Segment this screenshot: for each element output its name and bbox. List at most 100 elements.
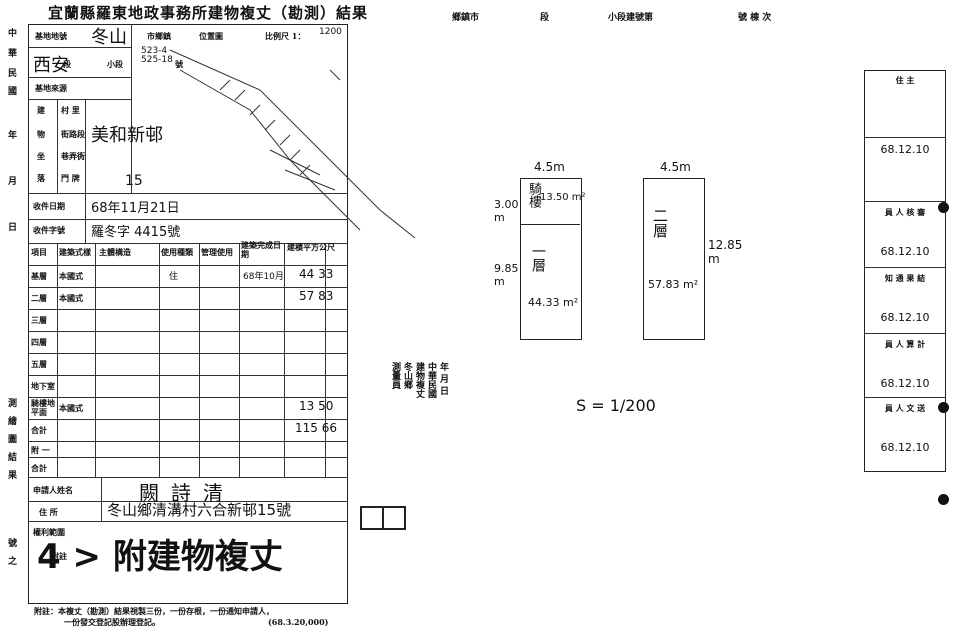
panel-value-3: 68.12.10 xyxy=(880,311,930,324)
official-seal xyxy=(382,506,406,530)
margin-char: 結 xyxy=(6,452,16,461)
panel-value-1: 68.12.10 xyxy=(880,143,930,156)
hw-road: 美和新邨 xyxy=(91,125,163,146)
row-item: 騎樓地平面 xyxy=(31,398,55,417)
row-area: 57 83 xyxy=(299,289,334,303)
f1-width: 4.5m xyxy=(534,160,565,174)
header-township: 鄉鎮市 xyxy=(452,13,480,23)
label-note: 附註 xyxy=(51,551,67,561)
margin-char: 繪 xyxy=(6,416,16,425)
middle-col-3: 建物複丈 xyxy=(414,362,424,398)
row-style: 本國式 xyxy=(59,271,83,281)
label-section: 段 xyxy=(63,59,71,69)
label-number-suffix: 號 xyxy=(175,59,183,69)
col-management: 管理使用 xyxy=(201,247,233,257)
row-use: 住 xyxy=(169,272,179,282)
panel-value-4: 68.12.10 xyxy=(880,377,930,390)
document-title: 宜蘭縣羅東地政事務所建物複丈（勘測）結果 xyxy=(48,4,369,22)
f1-arcade-depth: 3.00 m xyxy=(494,198,519,224)
hw-door: 15 xyxy=(125,173,143,189)
col-structure: 主體構造 xyxy=(99,247,131,257)
margin-char: 民 xyxy=(6,68,16,77)
margin-char: 圖 xyxy=(6,434,16,443)
footnote-line-1: 附註：本複丈（勘測）結果視製三份，一份存根，一份通知申請人， xyxy=(34,606,274,616)
f1-area: 44.33 m² xyxy=(528,296,579,309)
label-base-source: 基地來源 xyxy=(35,83,67,93)
footnote-line-2: 一份發交登記股辦理登記。 xyxy=(64,617,160,627)
label-receive-date: 收件日期 xyxy=(33,201,65,211)
punch-hole xyxy=(938,202,949,213)
label-lane: 巷弄衖 xyxy=(61,151,85,161)
middle-col-5: 年 月 日 xyxy=(438,362,448,396)
survey-form: 基地地號 冬山 市鄉鎮 位置圖 比例尺 1： 1200 西安 段 小段 523-… xyxy=(28,24,348,604)
margin-char: 中 xyxy=(6,28,16,37)
row-item: 五層 xyxy=(31,359,47,369)
col-item: 項目 xyxy=(31,247,47,257)
label-road: 街路段 xyxy=(61,129,85,139)
row-item: 合計 xyxy=(31,425,47,435)
f1-label: 一層 xyxy=(530,244,546,272)
header-build-no: 小段建號第 xyxy=(608,13,654,23)
label-applicant: 申請人姓名 xyxy=(33,485,73,495)
middle-col-4: 中華民國 xyxy=(426,362,436,398)
row-style: 本國式 xyxy=(59,403,83,413)
hw-address: 冬山鄉清溝村六合新邨15號 xyxy=(107,501,292,519)
official-seal xyxy=(360,506,384,530)
floor-plan-1 xyxy=(520,178,582,340)
label-scale: 比例尺 1： xyxy=(265,31,306,41)
f2-area: 57.83 m² xyxy=(648,278,699,291)
panel-label-1: 住 主 xyxy=(895,75,915,85)
middle-col-1: 測量員 xyxy=(390,362,400,389)
row-area: 13 50 xyxy=(299,399,334,413)
label-village: 村 里 xyxy=(61,105,80,115)
row-item: 附 一 xyxy=(31,445,50,455)
margin-char: 果 xyxy=(6,470,16,479)
margin-char: 華 xyxy=(6,48,16,57)
floor-plan-2 xyxy=(643,178,705,340)
label-door: 門 牌 xyxy=(61,173,80,183)
f2-label: 二層 xyxy=(651,208,669,238)
label-bldg: 建 xyxy=(37,105,45,115)
middle-col-2: 冬山鄉 xyxy=(402,362,412,389)
label-address: 住 所 xyxy=(39,507,58,517)
col-area: 建積平方公尺 xyxy=(287,242,335,252)
label-map-township: 市鄉鎮 xyxy=(147,31,171,41)
col-style: 建築式樣 xyxy=(59,247,91,257)
hw-district: 冬山 xyxy=(91,27,127,48)
hw-section: 西安 xyxy=(33,55,69,76)
margin-char: 測 xyxy=(6,398,16,407)
label-zuo: 坐 xyxy=(37,151,45,161)
label-rights: 權利範圍 xyxy=(33,527,65,537)
margin-char: 月 xyxy=(6,176,16,185)
footnote-code: (68.3.20,000) xyxy=(268,617,329,627)
panel-label-4: 員 人 算 計 xyxy=(884,339,926,349)
col-use-type: 使用種類 xyxy=(161,247,193,257)
header-section: 段 xyxy=(540,13,550,23)
hw-applicant: 闕詩清 xyxy=(139,481,235,505)
row-area: 44 33 xyxy=(299,267,334,281)
panel-label-3: 知 通 果 結 xyxy=(884,273,926,283)
punch-hole xyxy=(938,402,949,413)
f2-depth: 12.85 m xyxy=(708,238,743,266)
row-item: 四層 xyxy=(31,337,47,347)
label-subsection: 小段 xyxy=(107,59,123,69)
panel-value-5: 68.12.10 xyxy=(880,441,930,454)
label-luo: 落 xyxy=(37,173,45,183)
punch-hole xyxy=(938,494,949,505)
drawing-scale: S = 1/200 xyxy=(576,396,656,415)
row-area: 115 66 xyxy=(295,421,337,435)
f1-depth: 9.85 m xyxy=(494,262,519,288)
f1-arcade-label: 騎樓 xyxy=(526,182,541,208)
margin-char: 之 xyxy=(6,556,16,565)
row-item: 地下室 xyxy=(31,381,55,391)
hw-scale: 1200 xyxy=(319,27,342,37)
location-sketch xyxy=(169,49,416,239)
panel-value-2: 68.12.10 xyxy=(880,245,930,258)
row-item: 基層 xyxy=(31,271,47,281)
margin-char: 日 xyxy=(6,222,16,231)
row-item: 二層 xyxy=(31,293,47,303)
hw-note: 4 > 附建物複丈 xyxy=(37,537,283,577)
label-map-position: 位置圖 xyxy=(199,31,223,41)
margin-char: 號 xyxy=(6,538,16,547)
f1-arcade-area: 13.50 m² xyxy=(540,192,586,203)
